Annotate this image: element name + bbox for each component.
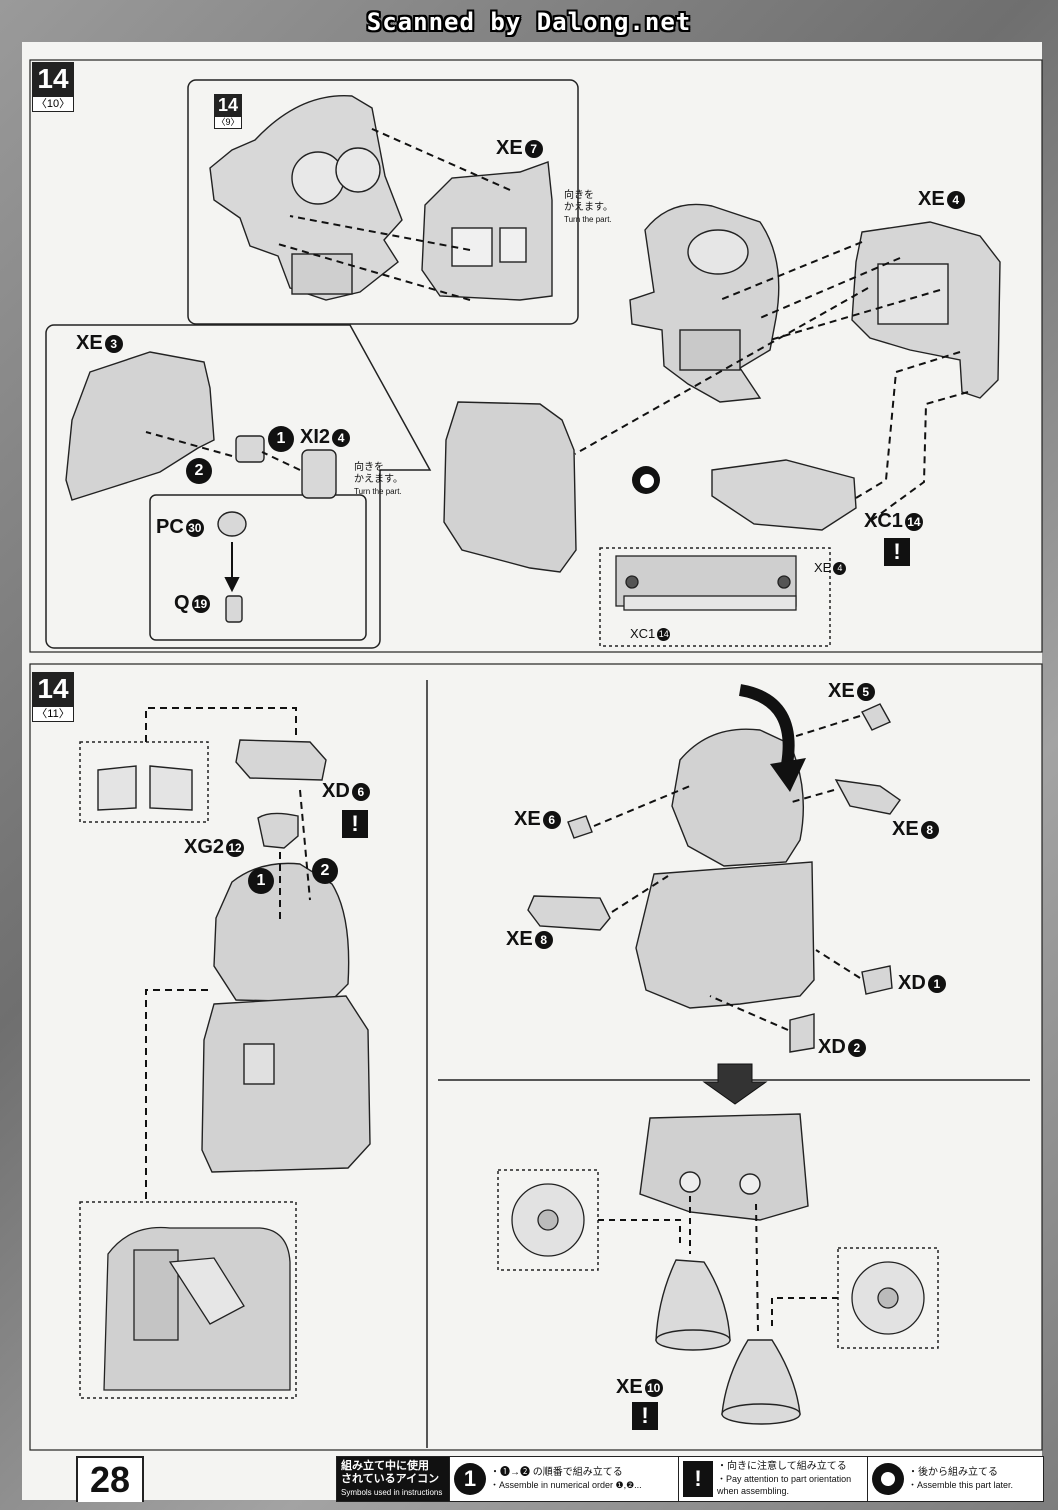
assembly-arrows-bottom-left <box>145 707 311 1202</box>
detail-xd6-view <box>97 765 193 811</box>
legend-title: 組み立て中に使用 されているアイコン Symbols used in instr… <box>337 1457 449 1501</box>
frame-part-inset <box>209 95 403 301</box>
order-mark-2: 2 <box>312 858 338 884</box>
part-xd6-block <box>235 739 327 781</box>
watermark: Scanned by Dalong.net <box>366 8 692 36</box>
arrow-pc-to-q <box>224 542 240 593</box>
detail-xc1-view <box>615 555 797 611</box>
order-mark-2: 2 <box>186 458 212 484</box>
upper-body-part <box>629 203 780 403</box>
big-turn-arrowhead <box>770 758 806 792</box>
small-parts-right <box>527 703 901 1053</box>
symbol-legend: 組み立て中に使用 されているアイコン Symbols used in instr… <box>336 1456 1044 1502</box>
page-number: 28 <box>76 1456 144 1502</box>
part-xg212-cap <box>257 812 299 849</box>
order-mark-1: 1 <box>248 868 274 894</box>
assembly-arrows-top <box>145 127 969 521</box>
step-sub: 〈10〉 <box>32 96 74 112</box>
step-number: 14 <box>214 94 242 116</box>
step-number: 14 <box>32 62 74 96</box>
flip-down-arrow <box>702 1063 768 1105</box>
legend-later: ・後から組み立てる・Assemble this part later. <box>867 1457 1043 1501</box>
legend-orientation: ! ・向きに注意して組み立てる・Pay attention to part or… <box>678 1457 867 1501</box>
detail-box-cutaway <box>79 1201 297 1399</box>
step-badge-bottom: 14 〈11〉 <box>32 672 74 722</box>
step-sub: 〈11〉 <box>32 706 74 722</box>
orientation-warning-icon: ! <box>632 1402 658 1430</box>
joint-detail-circles <box>511 1183 925 1335</box>
legend-order: 1 ・❶→❷ の順番で組み立てる・Assemble in numerical o… <box>449 1457 678 1501</box>
step-sub: 〈9〉 <box>214 116 242 129</box>
part-xe4-back <box>851 221 1001 399</box>
assembled-body-left <box>201 862 371 1173</box>
orientation-warning-icon: ! <box>342 810 368 838</box>
part-front-skirt <box>443 401 577 573</box>
part-xe7-plate <box>421 161 553 301</box>
part-pc-q <box>217 511 247 623</box>
inset-box-xe7 <box>187 79 579 325</box>
turn-part-note: 向きをかえます。Turn the part. <box>354 462 403 496</box>
part-xe10-nozzles <box>655 1259 801 1425</box>
inset-box-pc-q <box>149 494 367 641</box>
step-panel-top <box>29 59 1043 653</box>
assemble-later-icon <box>872 1463 904 1495</box>
assembled-body-right <box>635 728 815 1009</box>
order-mark-1: 1 <box>268 426 294 452</box>
part-xi24-peg <box>235 435 337 499</box>
detail-cutaway-view <box>103 1226 291 1391</box>
step-badge-inset: 14 〈9〉 <box>214 94 242 129</box>
part-xc114-base <box>711 459 857 531</box>
part-xe3-panel <box>65 351 215 501</box>
big-turn-arrow <box>738 684 795 772</box>
warning-icon: ! <box>683 1461 713 1497</box>
turn-part-note: 向きをかえます。Turn the part. <box>564 190 613 224</box>
step-number: 14 <box>32 672 74 706</box>
detail-box-xc1 <box>599 547 831 647</box>
underside-body <box>639 1113 809 1221</box>
detail-box-xd6 <box>79 741 209 823</box>
assembly-arrows-nozzles <box>598 1196 838 1333</box>
order-icon: 1 <box>454 1463 486 1495</box>
assembly-arrows-bottom-right <box>593 715 861 1031</box>
step-badge-top: 14 〈10〉 <box>32 62 74 112</box>
orientation-warning-icon: ! <box>884 538 910 566</box>
assemble-later-icon <box>632 466 660 494</box>
inset-box-xe3 <box>45 324 432 649</box>
step-panel-bottom <box>29 663 1043 1451</box>
